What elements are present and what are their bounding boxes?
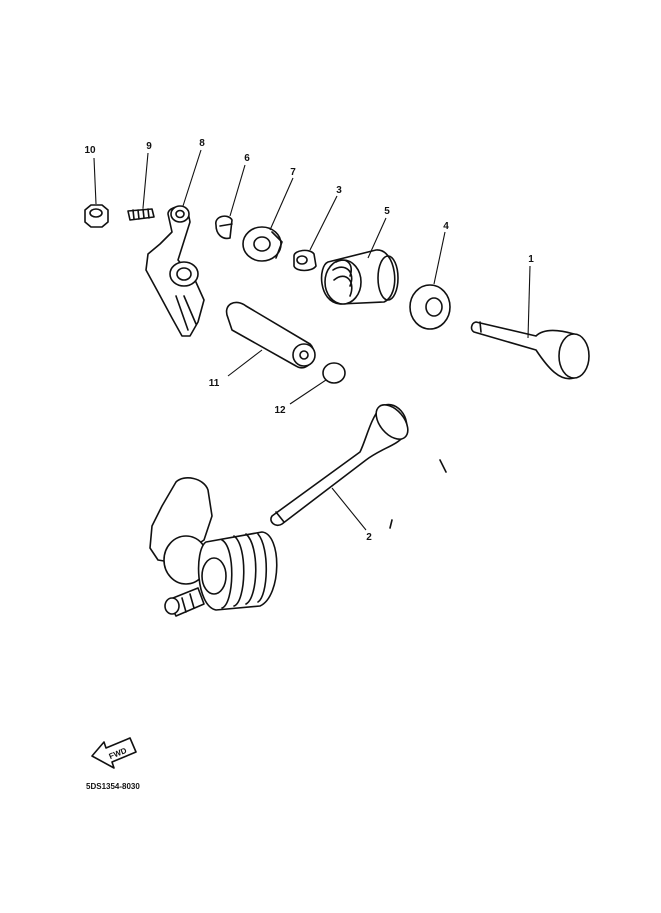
part-4-spring-seat[interactable] — [409, 284, 451, 330]
leader-lines — [93, 149, 531, 531]
part-2-valve[interactable] — [270, 399, 414, 527]
part-10-nut[interactable] — [84, 204, 109, 228]
drawing-code: 5DS1354-8030 — [86, 782, 140, 791]
part-12-o-ring[interactable] — [322, 362, 346, 384]
callout-1: 1 — [528, 254, 534, 265]
callout-7: 7 — [290, 167, 296, 178]
callout-12: 12 — [274, 405, 286, 416]
callout-4: 4 — [443, 221, 449, 232]
callout-9: 9 — [146, 141, 152, 152]
callout-10: 10 — [84, 145, 96, 156]
part-6-valve-cotter[interactable] — [215, 215, 233, 240]
part-1-valve[interactable] — [470, 321, 590, 380]
fwd-arrow-icon: FWD — [91, 737, 137, 769]
part-11-rocker-shaft[interactable] — [225, 301, 316, 369]
callout-8: 8 — [199, 138, 205, 149]
part-8-rocker-arm[interactable] — [145, 205, 205, 337]
part-3-valve-stem-seal-upper[interactable] — [293, 249, 317, 272]
callout-5: 5 — [384, 206, 390, 217]
callout-6: 6 — [244, 153, 250, 164]
callout-3-upper: 3 — [336, 185, 342, 196]
part-7-spring-retainer[interactable] — [242, 226, 283, 262]
part-5-valve-spring[interactable] — [320, 249, 399, 305]
assembled-rocker-and-spring-group[interactable] — [149, 477, 278, 617]
callout-2: 2 — [366, 532, 372, 543]
callout-11: 11 — [209, 378, 220, 389]
part-9-adjuster-screw[interactable] — [127, 208, 155, 221]
